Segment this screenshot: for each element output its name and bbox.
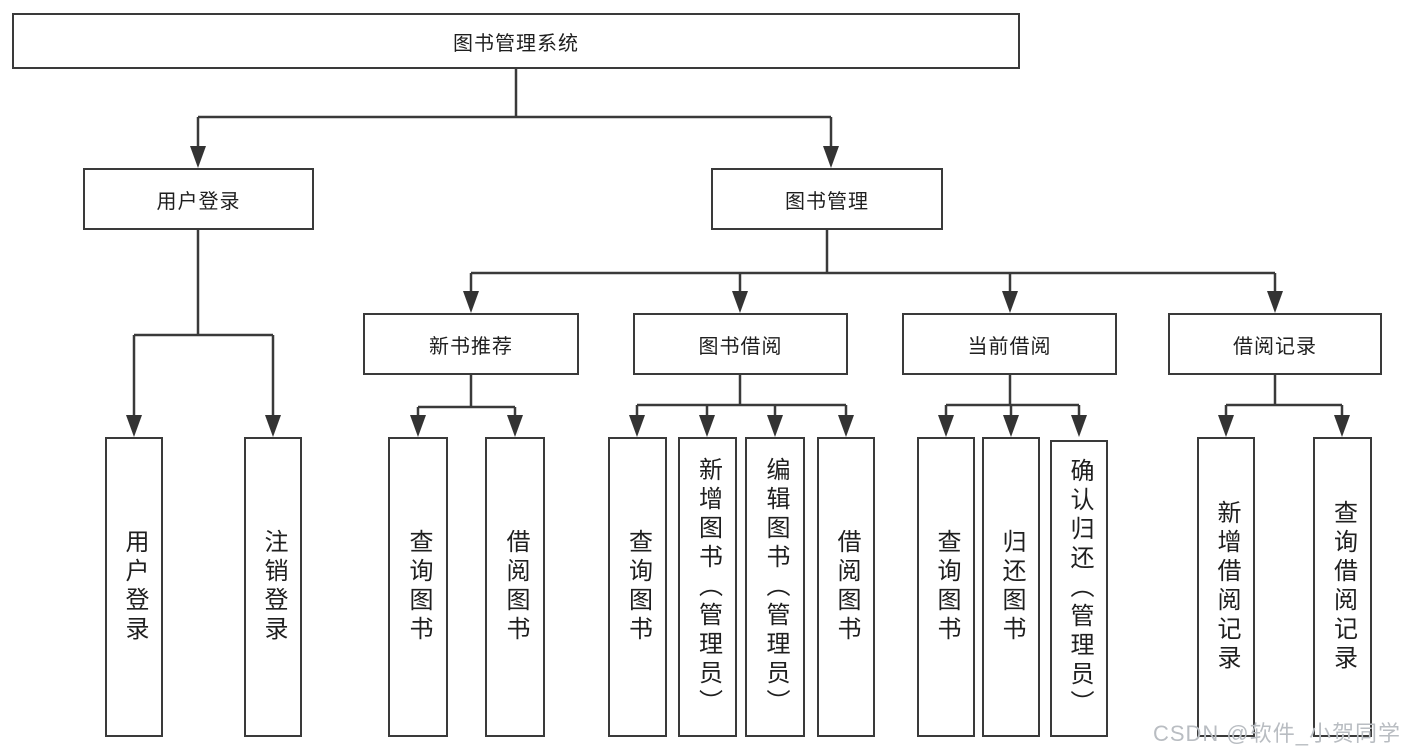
node-book-borrow-label: 图书借阅 xyxy=(698,335,783,358)
node-leaf-bb-edit-book-admin-label: 编辑图书（管理员） xyxy=(762,456,789,718)
node-new-book-recommend-label: 新书推荐 xyxy=(429,335,513,358)
arrowheads xyxy=(126,146,1350,437)
node-user-login: 用户登录 xyxy=(83,168,314,230)
node-borrow-record-label: 借阅记录 xyxy=(1233,335,1317,358)
node-leaf-nb-query-book: 查询图书 xyxy=(388,437,448,737)
node-new-book-recommend: 新书推荐 xyxy=(363,313,579,375)
node-leaf-cb-confirm-return-admin-label: 确认归还（管理员） xyxy=(1066,458,1093,719)
node-leaf-cb-return-book-label: 归还图书 xyxy=(998,529,1025,645)
node-user-login-label: 用户登录 xyxy=(156,190,241,213)
node-leaf-bb-query-book: 查询图书 xyxy=(608,437,667,737)
node-leaf-user-login-label: 用户登录 xyxy=(121,529,148,645)
node-book-borrow: 图书借阅 xyxy=(633,313,848,375)
node-leaf-nb-borrow-book: 借阅图书 xyxy=(485,437,545,737)
node-leaf-cb-confirm-return-admin: 确认归还（管理员） xyxy=(1050,440,1108,737)
node-borrow-record: 借阅记录 xyxy=(1168,313,1382,375)
node-leaf-bb-add-book-admin: 新增图书（管理员） xyxy=(678,437,737,737)
node-leaf-cb-query-book-label: 查询图书 xyxy=(933,529,960,645)
node-leaf-bb-query-book-label: 查询图书 xyxy=(624,529,652,645)
node-leaf-bb-borrow-book-label: 借阅图书 xyxy=(833,529,860,645)
node-leaf-nb-query-book-label: 查询图书 xyxy=(405,529,432,645)
node-leaf-bb-borrow-book: 借阅图书 xyxy=(817,437,875,737)
node-current-borrow: 当前借阅 xyxy=(902,313,1117,375)
node-leaf-bb-add-book-admin-label: 新增图书（管理员） xyxy=(694,456,722,718)
node-leaf-cb-query-book: 查询图书 xyxy=(917,437,975,737)
node-leaf-br-add-record-label: 新增借阅记录 xyxy=(1213,500,1240,674)
node-book-management-label: 图书管理 xyxy=(785,190,869,213)
watermark: CSDN @软件_小贺同学 xyxy=(1152,721,1401,746)
node-current-borrow-label: 当前借阅 xyxy=(967,335,1052,358)
node-root-label: 图书管理系统 xyxy=(453,32,579,55)
node-leaf-br-query-record: 查询借阅记录 xyxy=(1313,437,1372,737)
node-leaf-cb-return-book: 归还图书 xyxy=(982,437,1040,737)
node-book-management: 图书管理 xyxy=(711,168,943,230)
node-leaf-br-add-record: 新增借阅记录 xyxy=(1197,437,1255,737)
node-leaf-br-query-record-label: 查询借阅记录 xyxy=(1329,500,1357,674)
node-leaf-nb-borrow-book-label: 借阅图书 xyxy=(502,529,529,645)
node-leaf-user-login: 用户登录 xyxy=(105,437,163,737)
node-leaf-logout: 注销登录 xyxy=(244,437,302,737)
node-root: 图书管理系统 xyxy=(12,13,1020,69)
node-leaf-logout-label: 注销登录 xyxy=(260,529,287,645)
node-leaf-bb-edit-book-admin: 编辑图书（管理员） xyxy=(745,437,805,737)
